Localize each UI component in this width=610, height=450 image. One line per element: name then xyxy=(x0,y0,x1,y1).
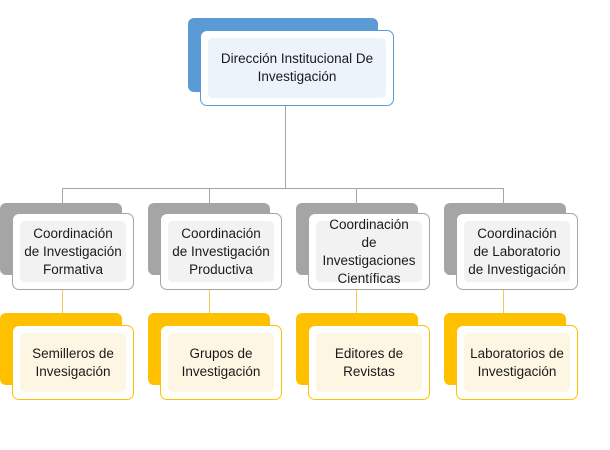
coordination-node-1[interactable]: Coordinación de Investigación Formativa xyxy=(12,213,134,290)
child-connector-3 xyxy=(356,289,357,313)
coordination-label-4: Coordinación de Laboratorio de Investiga… xyxy=(464,221,570,282)
child-connector-4 xyxy=(503,289,504,313)
root-node[interactable]: Dirección Institucional De Investigación xyxy=(200,30,394,106)
coordination-node-3[interactable]: Coordinación de Investigaciones Científi… xyxy=(308,213,430,290)
root-connector xyxy=(285,106,286,188)
child-connector-2 xyxy=(209,289,210,313)
child-label-1: Semilleros de Invesigación xyxy=(20,333,126,392)
coordination-label-3: Coordinación de Investigaciones Científi… xyxy=(316,217,422,286)
child-node-1[interactable]: Semilleros de Invesigación xyxy=(12,325,134,400)
child-node-3[interactable]: Editores de Revistas xyxy=(308,325,430,400)
child-connector-1 xyxy=(62,289,63,313)
coordination-node-4[interactable]: Coordinación de Laboratorio de Investiga… xyxy=(456,213,578,290)
child-label-2: Grupos de Investigación xyxy=(168,333,274,392)
coordination-label-2: Coordinación de Investigación Productiva xyxy=(168,221,274,282)
child-label-3: Editores de Revistas xyxy=(316,333,422,392)
coordination-node-2[interactable]: Coordinación de Investigación Productiva xyxy=(160,213,282,290)
coordination-label-1: Coordinación de Investigación Formativa xyxy=(20,221,126,282)
branch-connector-4 xyxy=(503,188,504,204)
child-label-4: Laboratorios de Investigación xyxy=(464,333,570,392)
horizontal-connector xyxy=(62,188,503,189)
root-label: Dirección Institucional De Investigación xyxy=(208,38,386,98)
child-node-2[interactable]: Grupos de Investigación xyxy=(160,325,282,400)
branch-connector-1 xyxy=(62,188,63,204)
child-node-4[interactable]: Laboratorios de Investigación xyxy=(456,325,578,400)
branch-connector-3 xyxy=(356,188,357,204)
branch-connector-2 xyxy=(209,188,210,204)
